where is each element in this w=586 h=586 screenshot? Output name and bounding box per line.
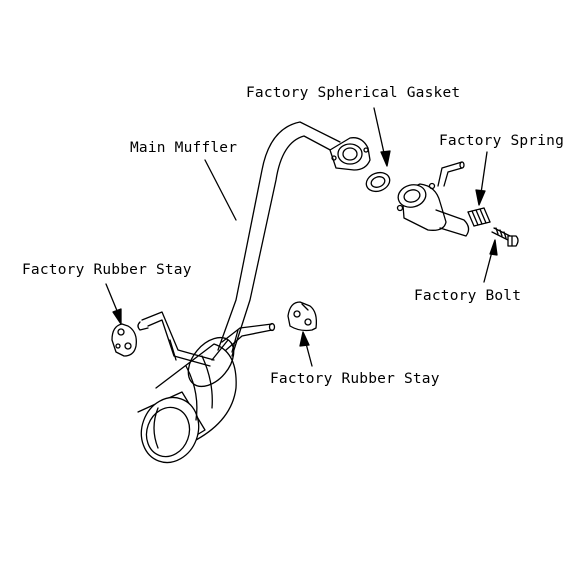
main-muffler-leader [204,159,237,221]
left-hanger-bracket [137,311,215,367]
bolt [491,227,519,247]
main-muffler [137,121,371,464]
muffler-tip-inner [145,406,191,458]
spring [467,207,491,227]
label-factory-rubber-stay-left: Factory Rubber Stay [22,262,192,278]
front-flange [329,137,371,171]
label-factory-spherical-gasket: Factory Spherical Gasket [246,85,461,101]
main-pipe-inner [231,135,335,357]
main-pipe-outer [217,121,341,351]
label-factory-bolt: Factory Bolt [414,288,522,304]
label-factory-spring: Factory Spring [439,133,565,149]
rubber-stay-left [111,323,137,357]
rubber-stay-right [287,301,318,332]
right-hanger-bracket [221,322,276,353]
leader-lines [105,107,498,367]
label-main-muffler: Main Muffler [130,140,238,156]
front-pipe-connection [396,161,470,237]
spherical-gasket [365,171,391,193]
label-factory-rubber-stay-right: Factory Rubber Stay [270,371,440,387]
